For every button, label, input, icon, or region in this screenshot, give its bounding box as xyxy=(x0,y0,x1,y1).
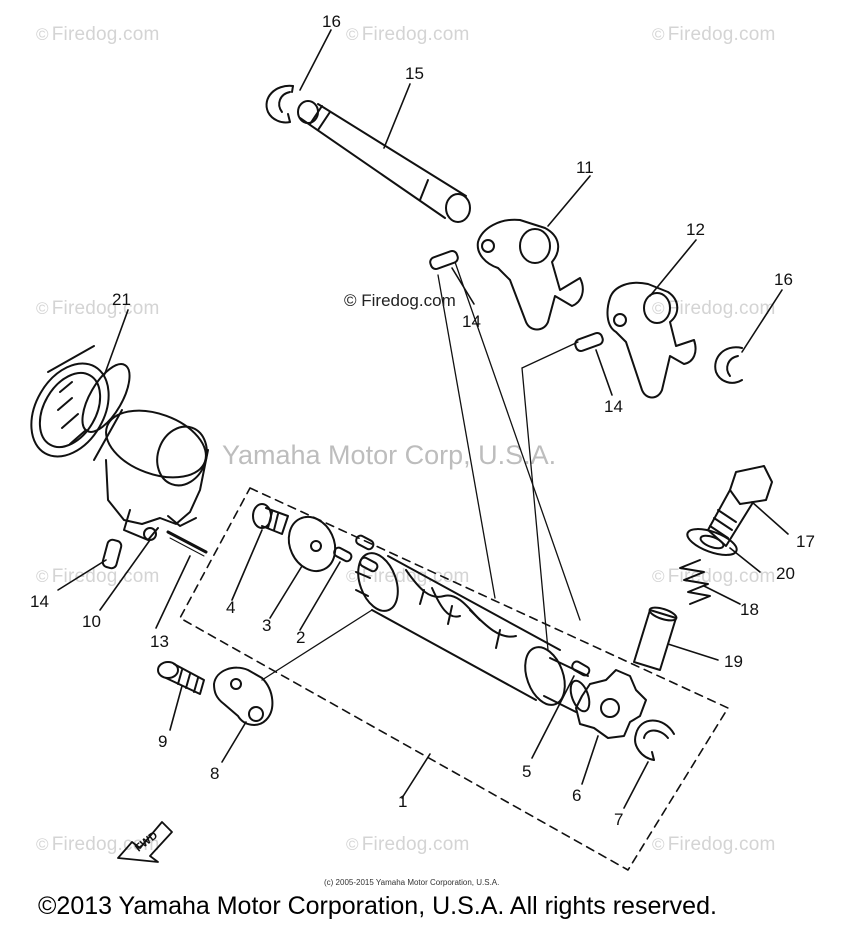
callout-21: 21 xyxy=(112,290,131,309)
screw-4 xyxy=(252,503,289,535)
plunger-19 xyxy=(633,606,678,671)
callout-16: 16 xyxy=(774,270,793,289)
watermark: ©Firedog.com xyxy=(652,298,776,319)
callout-3: 3 xyxy=(262,616,272,635)
shift-fork-12 xyxy=(606,281,697,399)
callout-16: 16 xyxy=(322,12,341,31)
watermark: ©Firedog.com xyxy=(652,834,776,855)
needle-bearing-21 xyxy=(30,345,131,461)
callout-15: 15 xyxy=(405,64,424,83)
center-watermark: Yamaha Motor Corp, U.S.A. xyxy=(222,440,557,470)
watermark: ©Firedog.com xyxy=(346,566,470,587)
guide-pin-14-right xyxy=(574,331,604,353)
spring-18 xyxy=(679,559,711,605)
firedog-watermark: © Firedog.com xyxy=(344,291,456,310)
callout-7: 7 xyxy=(614,810,624,829)
callout-19: 19 xyxy=(724,652,743,671)
fork-guide-line xyxy=(521,341,579,369)
callout-13: 13 xyxy=(150,632,169,651)
shift-cam-segment-6 xyxy=(575,669,647,739)
callout-5: 5 xyxy=(522,762,532,781)
stopper-plate-3 xyxy=(287,515,337,573)
assembly-dashed-outline xyxy=(179,487,729,871)
watermark: ©Firedog.com xyxy=(652,24,776,45)
watermark: ©Firedog.com xyxy=(36,298,160,319)
circlip-16-right xyxy=(714,346,743,384)
fork-guide-line xyxy=(454,261,581,621)
circlip-16-top xyxy=(265,84,294,124)
callout-18: 18 xyxy=(740,600,759,619)
footer-copyright: ©2013 Yamaha Motor Corporation, U.S.A. A… xyxy=(38,892,717,920)
fork-guide-line xyxy=(437,274,496,599)
callout-14: 14 xyxy=(604,397,623,416)
callout-20: 20 xyxy=(776,564,795,583)
guide-pin-14-upper xyxy=(429,249,459,271)
callout-8: 8 xyxy=(210,764,220,783)
guide-pin-14-left xyxy=(101,538,123,570)
washer-20 xyxy=(686,528,738,556)
shift-fork-11 xyxy=(476,218,584,331)
callout-17: 17 xyxy=(796,532,815,551)
spring-pin-13 xyxy=(166,530,208,557)
watermark: ©Firedog.com xyxy=(346,834,470,855)
callout-1: 1 xyxy=(398,792,408,811)
callout-14: 14 xyxy=(30,592,49,611)
watermark: ©Firedog.com xyxy=(36,24,160,45)
callout-4: 4 xyxy=(226,598,236,617)
callout-12: 12 xyxy=(686,220,705,239)
pin-5 xyxy=(571,660,591,677)
callout-6: 6 xyxy=(572,786,582,805)
shift-drum-1 xyxy=(355,552,591,713)
watermark: ©Firedog.com xyxy=(346,24,470,45)
callout-9: 9 xyxy=(158,732,168,751)
watermark: ©Firedog.com xyxy=(36,834,160,855)
callout-14: 14 xyxy=(462,312,481,331)
circlip-7 xyxy=(634,719,675,761)
screw-9 xyxy=(157,661,205,695)
shift-drum-housing-10 xyxy=(105,409,209,541)
forward-arrow-icon xyxy=(117,821,173,863)
callout-10: 10 xyxy=(82,612,101,631)
callout-11: 11 xyxy=(576,158,594,177)
callout-leaders xyxy=(57,29,789,809)
stopper-lever-8 xyxy=(213,666,274,726)
callout-2: 2 xyxy=(296,628,306,647)
shift-shaft-15 xyxy=(297,100,471,223)
watermark: ©Firedog.com xyxy=(36,566,160,587)
fork-guide-line xyxy=(261,609,373,681)
fork-guide-line xyxy=(521,367,549,651)
small-copyright: (c) 2005-2015 Yamaha Motor Corporation, … xyxy=(324,878,500,887)
